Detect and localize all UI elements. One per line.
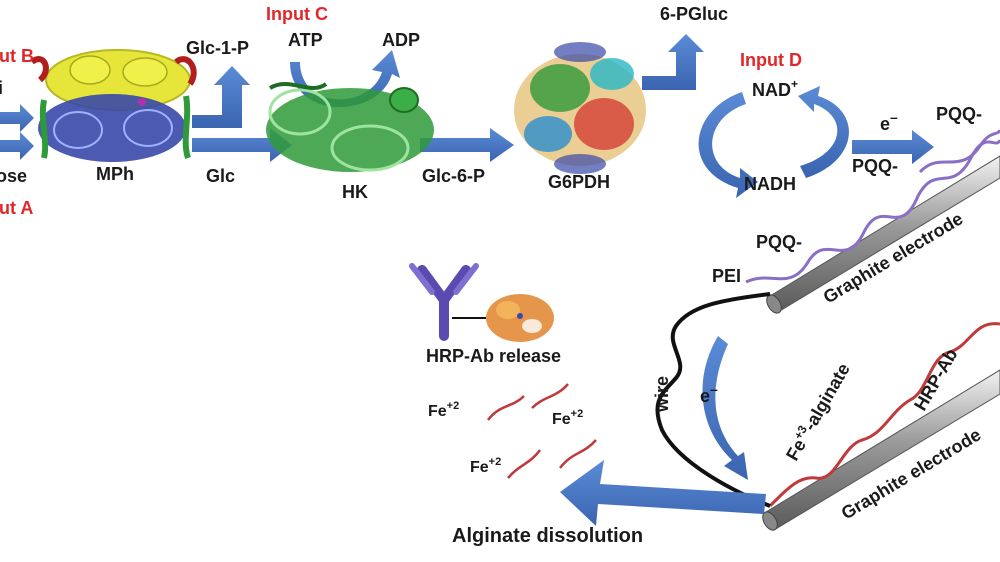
arrow-nad-cycle-left: [698, 92, 758, 198]
g6pdh-protein-icon: [514, 42, 646, 174]
graphite-electrode-top: [766, 155, 1000, 314]
arrow-electron-to-pqq: [852, 130, 934, 164]
pqq-top-label: PQQ-: [936, 104, 982, 124]
atp-label: ATP: [288, 30, 323, 50]
alginate-dissolution-label: Alginate dissolution: [452, 525, 643, 547]
arrow-electron-down: [702, 336, 748, 480]
nadh-label: NADH: [744, 174, 796, 194]
hk-protein-icon: [266, 82, 434, 172]
hrp-release-label: HRP-Ab release: [426, 346, 561, 366]
mph-label: MPh: [96, 164, 134, 184]
mph-protein-icon: [30, 49, 197, 162]
hk-label: HK: [342, 182, 368, 202]
pei-label: PEI: [712, 266, 741, 286]
antibody-icon: [409, 263, 486, 341]
input-c-label: Input C: [266, 4, 328, 24]
graphite-electrode-bottom: [762, 369, 1000, 531]
nad-label: NAD+: [752, 77, 798, 100]
arrow-alginate-dissolution: [560, 460, 766, 526]
input-a-label: Input A: [0, 198, 33, 218]
arrow-mph-to-glc1p: [192, 66, 250, 128]
electron-top-label: e–: [880, 109, 898, 134]
glc6p-label: Glc-6-P: [422, 166, 485, 186]
pqq-lower-label: PQQ-: [756, 232, 802, 252]
arrow-nad-cycle-right: [798, 86, 849, 178]
glc-label: Glc: [206, 166, 235, 186]
hrp-enzyme-icon: [486, 294, 554, 342]
input-d-label: Input D: [740, 50, 802, 70]
fe-label-3: Fe+2: [470, 456, 501, 476]
wire-label: wire: [652, 376, 672, 413]
fe-label-2: Fe+2: [552, 408, 583, 428]
maltose-label: Maltose: [0, 166, 27, 186]
fe-squiggles: [487, 383, 597, 479]
alginate-layer: [768, 322, 1000, 508]
glc1p-label: Glc-1-P: [186, 38, 249, 58]
arrow-g6pdh-to-6pgluc: [642, 34, 704, 90]
input-b-label: Input B: [0, 46, 34, 66]
arrow-maltose-to-mph: [0, 132, 34, 160]
arrow-pi-to-mph: [0, 104, 34, 132]
6pgluc-label: 6-PGluc: [660, 4, 728, 24]
g6pdh-label: G6PDH: [548, 172, 610, 192]
pei-pqq-layer: [745, 129, 1000, 284]
pqq-mid-label: PQQ-: [852, 156, 898, 176]
fe3-alginate-label: Fe+3-alginate: [780, 359, 853, 464]
arrow-hk-to-g6pdh: [420, 128, 514, 162]
adp-label: ADP: [382, 30, 420, 50]
wire: [655, 292, 771, 508]
pi-label: Pi: [0, 78, 3, 98]
arrow-mph-to-glc: [192, 128, 292, 162]
fe-label-1: Fe+2: [428, 400, 459, 420]
electron-wire-label: e–: [700, 381, 718, 406]
